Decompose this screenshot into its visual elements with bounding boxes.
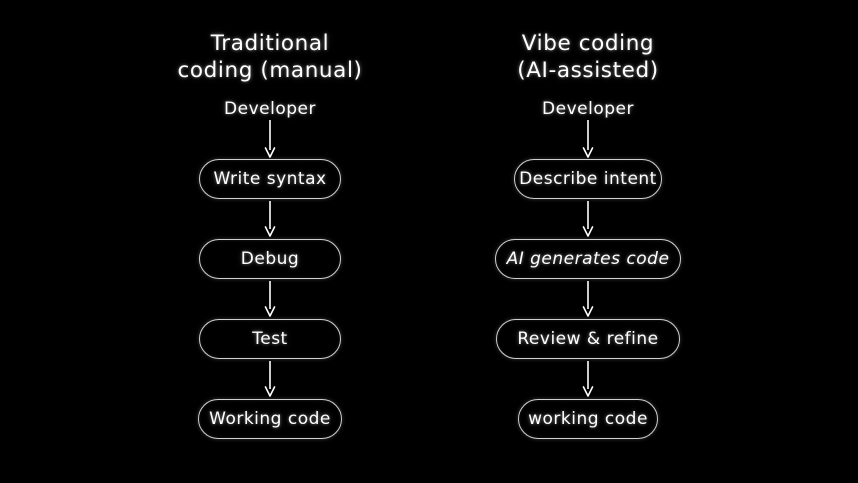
down-arrow-icon bbox=[264, 120, 276, 158]
column-title-vibe: Vibe coding (AI-assisted) bbox=[517, 31, 659, 83]
flow-node-label: Describe intent bbox=[519, 169, 657, 189]
flow-node-debug[interactable]: Debug bbox=[199, 239, 341, 279]
arrow-traditional-2 bbox=[263, 279, 277, 319]
flow-node-label: Write syntax bbox=[213, 169, 327, 189]
column-title-traditional: Traditional coding (manual) bbox=[177, 31, 363, 83]
flow-node-label: Working code bbox=[209, 409, 331, 429]
flow-node-describe-intent[interactable]: Describe intent bbox=[514, 159, 662, 199]
flow-node-test[interactable]: Test bbox=[199, 319, 341, 359]
down-arrow-icon bbox=[582, 281, 594, 317]
flow-node-working-code[interactable]: Working code bbox=[198, 399, 342, 439]
arrow-traditional-1 bbox=[263, 199, 277, 239]
down-arrow-icon bbox=[582, 120, 594, 158]
down-arrow-icon bbox=[264, 281, 276, 317]
down-arrow-icon bbox=[582, 361, 594, 397]
flow-column-vibe: Vibe coding (AI-assisted) Developer Desc… bbox=[418, 0, 758, 439]
arrow-traditional-3 bbox=[263, 359, 277, 399]
flow-node-label: working code bbox=[528, 409, 648, 429]
flow-node-working-code-vibe[interactable]: working code bbox=[518, 399, 658, 439]
arrow-vibe-2 bbox=[581, 279, 595, 319]
arrow-vibe-3 bbox=[581, 359, 595, 399]
flow-node-ai-generates-code[interactable]: AI generates code bbox=[495, 239, 681, 279]
arrow-traditional-0 bbox=[263, 119, 277, 159]
flow-node-label: Test bbox=[252, 329, 288, 349]
flow-node-label: Review & refine bbox=[517, 329, 659, 349]
arrow-vibe-0 bbox=[581, 119, 595, 159]
down-arrow-icon bbox=[264, 201, 276, 237]
arrow-vibe-1 bbox=[581, 199, 595, 239]
flow-column-traditional: Traditional coding (manual) Developer Wr… bbox=[100, 0, 440, 439]
start-label-traditional: Developer bbox=[224, 99, 316, 119]
flow-node-label: Debug bbox=[240, 249, 300, 269]
flow-node-label: AI generates code bbox=[506, 249, 670, 269]
down-arrow-icon bbox=[582, 201, 594, 237]
start-label-vibe: Developer bbox=[542, 99, 634, 119]
flow-node-review-refine[interactable]: Review & refine bbox=[496, 319, 680, 359]
down-arrow-icon bbox=[264, 361, 276, 397]
flow-node-write-syntax[interactable]: Write syntax bbox=[199, 159, 341, 199]
